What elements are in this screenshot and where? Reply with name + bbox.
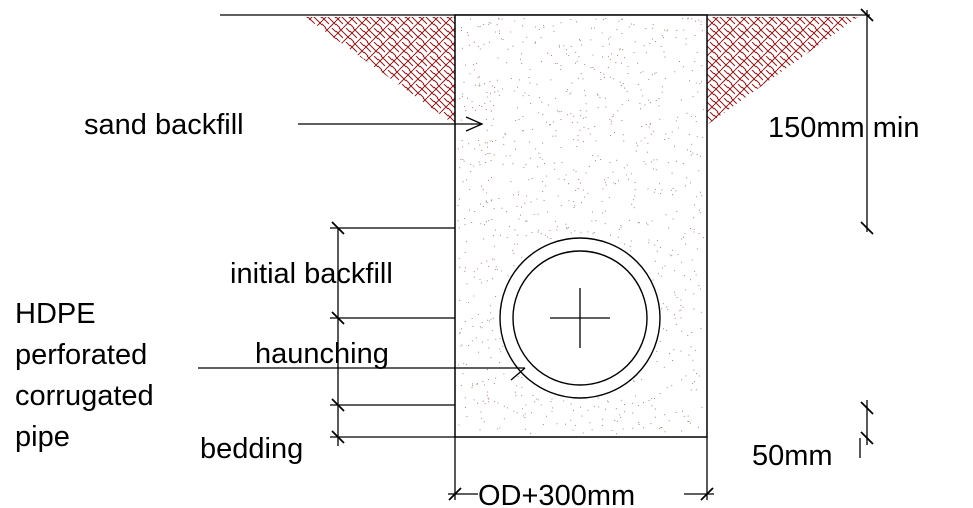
pipe-label-line-1: HDPE [15, 298, 96, 330]
left-dimension-tick-2 [331, 311, 345, 325]
left-dimension-tick-1 [331, 221, 345, 235]
bedding-dimension-label: 50mm [752, 440, 833, 472]
soil-hatch-left [305, 17, 455, 125]
pipe-label-line-4: pipe [15, 421, 70, 453]
width-dimension-tick-right [700, 487, 714, 501]
sand-backfill-texture [457, 17, 705, 435]
pipe-label-line-2: perforated [15, 339, 147, 371]
pipe-label-line-3: corrugated [15, 380, 154, 412]
haunching-label: haunching [255, 338, 389, 370]
trench-outline [454, 14, 708, 438]
left-dimension-tick-4 [331, 430, 345, 444]
soil-hatch-right [707, 17, 858, 125]
sand-backfill-arrowhead [465, 116, 484, 132]
bedding-label: bedding [200, 433, 303, 465]
bedding-dimension-tick-bottom [860, 431, 874, 445]
bedding-dimension-tick-top [860, 401, 874, 415]
sand-backfill-label: sand backfill [84, 109, 244, 141]
pipe-leader-arrowhead [510, 367, 526, 381]
width-dimension-tick-left [448, 487, 462, 501]
depth-dimension-tick-top [860, 8, 874, 22]
initial-backfill-label: initial backfill [230, 258, 393, 290]
width-dimension-label: OD+300mm [478, 480, 635, 508]
depth-dimension-label: 150mm min [768, 112, 920, 144]
left-dimension-tick-3 [331, 398, 345, 412]
depth-dimension-tick-bottom [860, 221, 874, 235]
